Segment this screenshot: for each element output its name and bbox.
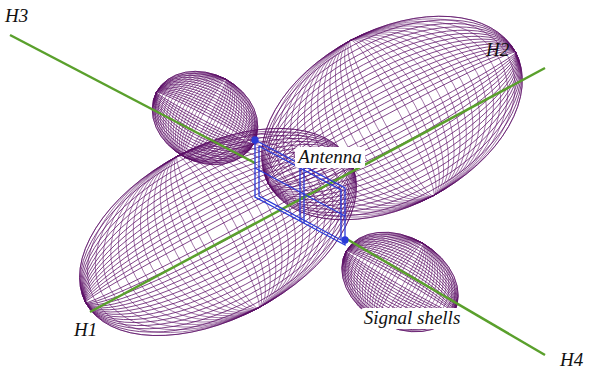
axis-label: H2 <box>486 40 509 61</box>
signal-shells <box>45 0 557 377</box>
axis-label: H1 <box>74 320 97 341</box>
shell-mesh <box>281 3 503 232</box>
shell-mesh <box>328 219 472 344</box>
shell-mesh <box>146 73 264 163</box>
shell-mesh <box>144 68 267 168</box>
shell-mesh <box>227 0 557 261</box>
shell-mesh <box>48 90 389 373</box>
shell-mesh <box>334 218 466 346</box>
axis-lines <box>10 35 545 355</box>
shell-mesh <box>266 0 519 241</box>
shell-mesh <box>45 86 391 377</box>
shell-mesh <box>140 61 271 176</box>
shell-mesh <box>245 9 539 228</box>
shell-mesh <box>250 18 533 217</box>
shell-mesh <box>243 4 542 233</box>
shell-mesh <box>227 0 557 261</box>
shell-mesh <box>324 212 476 352</box>
shell-mesh <box>337 220 463 344</box>
shell-mesh <box>253 23 531 213</box>
shell-mesh <box>142 65 268 170</box>
shells-label: Signal shells <box>361 308 464 329</box>
shell-mesh <box>331 216 470 348</box>
shell-mesh <box>83 157 353 307</box>
axis-h3 <box>10 35 255 163</box>
shell-mesh <box>75 143 360 322</box>
shell-mesh <box>335 232 465 333</box>
antenna-label: Antenna <box>295 147 364 168</box>
axis-h4 <box>345 238 545 355</box>
shell-mesh <box>273 0 510 237</box>
shell-mesh <box>248 13 537 222</box>
axis-label: H4 <box>560 350 583 371</box>
shell-mesh <box>63 119 373 345</box>
shell-mesh <box>161 147 275 316</box>
shell-mesh <box>68 128 368 335</box>
shell-mesh <box>53 90 382 374</box>
shell-mesh <box>45 86 391 377</box>
axis-label: H3 <box>5 6 28 27</box>
shell-mesh <box>149 78 262 159</box>
shell-mesh <box>325 214 475 349</box>
shell-mesh <box>327 214 473 350</box>
shell-mesh <box>263 43 521 194</box>
shell-mesh <box>324 212 476 352</box>
axis-h1-h2 <box>90 68 545 312</box>
shell-mesh <box>243 0 542 253</box>
shell-mesh <box>297 12 488 225</box>
shell-mesh <box>258 0 526 245</box>
shell-mesh <box>62 94 375 369</box>
